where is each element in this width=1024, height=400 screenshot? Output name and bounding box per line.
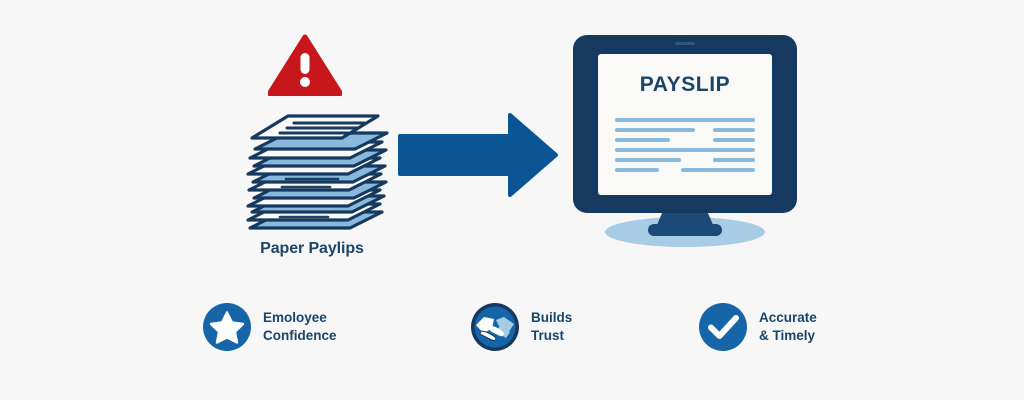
payslip-line-bar bbox=[615, 148, 755, 152]
payslip-line-bar bbox=[615, 128, 695, 132]
payslip-line-bar bbox=[615, 118, 755, 122]
check-circle-icon bbox=[699, 303, 747, 351]
handshake-circle-icon bbox=[471, 303, 519, 351]
payslip-line-bar bbox=[615, 168, 659, 172]
badge-employee-confidence: Emoloyee Confidence bbox=[202, 296, 337, 358]
payslip-screen-content: PAYSLIP bbox=[604, 59, 766, 190]
payslip-line-bar bbox=[713, 158, 755, 162]
badge-label-line: Confidence bbox=[263, 328, 337, 343]
payslip-line-row bbox=[615, 128, 755, 138]
badge-label-line: Builds bbox=[531, 310, 573, 326]
badge-employee-confidence-label: Emoloyee Confidence bbox=[263, 309, 337, 345]
payslip-line-bar bbox=[713, 128, 755, 132]
badge-builds-trust: Builds Trust bbox=[470, 296, 572, 358]
badge-label-line: Emoloyee bbox=[263, 310, 327, 326]
badge-accurate-timely: Accurate & Timely bbox=[698, 296, 817, 358]
payslip-line-row bbox=[615, 148, 755, 158]
badge-builds-trust-label: Builds Trust bbox=[531, 309, 572, 345]
badge-label-line: Accurate bbox=[759, 310, 817, 326]
badge-label-line: Trust bbox=[531, 328, 565, 343]
star-circle-icon bbox=[203, 303, 251, 351]
payslip-line-bar bbox=[615, 158, 681, 162]
paper-stack-icon bbox=[242, 86, 390, 238]
payslip-title: PAYSLIP bbox=[639, 73, 731, 96]
badge-accurate-timely-label: Accurate & Timely bbox=[759, 309, 817, 345]
payslip-line-row bbox=[615, 138, 755, 148]
digital-payslip-monitor: PAYSLIP bbox=[570, 32, 800, 250]
payslip-line-row bbox=[615, 158, 755, 168]
paper-payslips-label: Paper Paylips bbox=[260, 240, 364, 257]
benefit-badges-row: Emoloyee Confidence bbox=[0, 296, 1024, 366]
paper-payslips-group: Paper Paylips bbox=[232, 34, 392, 270]
arrow-right-icon bbox=[398, 113, 558, 197]
payslip-text-lines bbox=[615, 118, 755, 178]
payslip-line-row bbox=[615, 118, 755, 128]
payslip-line-bar bbox=[615, 138, 670, 142]
payslip-line-row bbox=[615, 168, 755, 178]
badge-label-line: & Timely bbox=[759, 328, 816, 343]
payslip-line-bar bbox=[681, 168, 755, 172]
payslip-line-bar bbox=[713, 138, 755, 142]
warning-triangle-icon bbox=[267, 34, 343, 98]
